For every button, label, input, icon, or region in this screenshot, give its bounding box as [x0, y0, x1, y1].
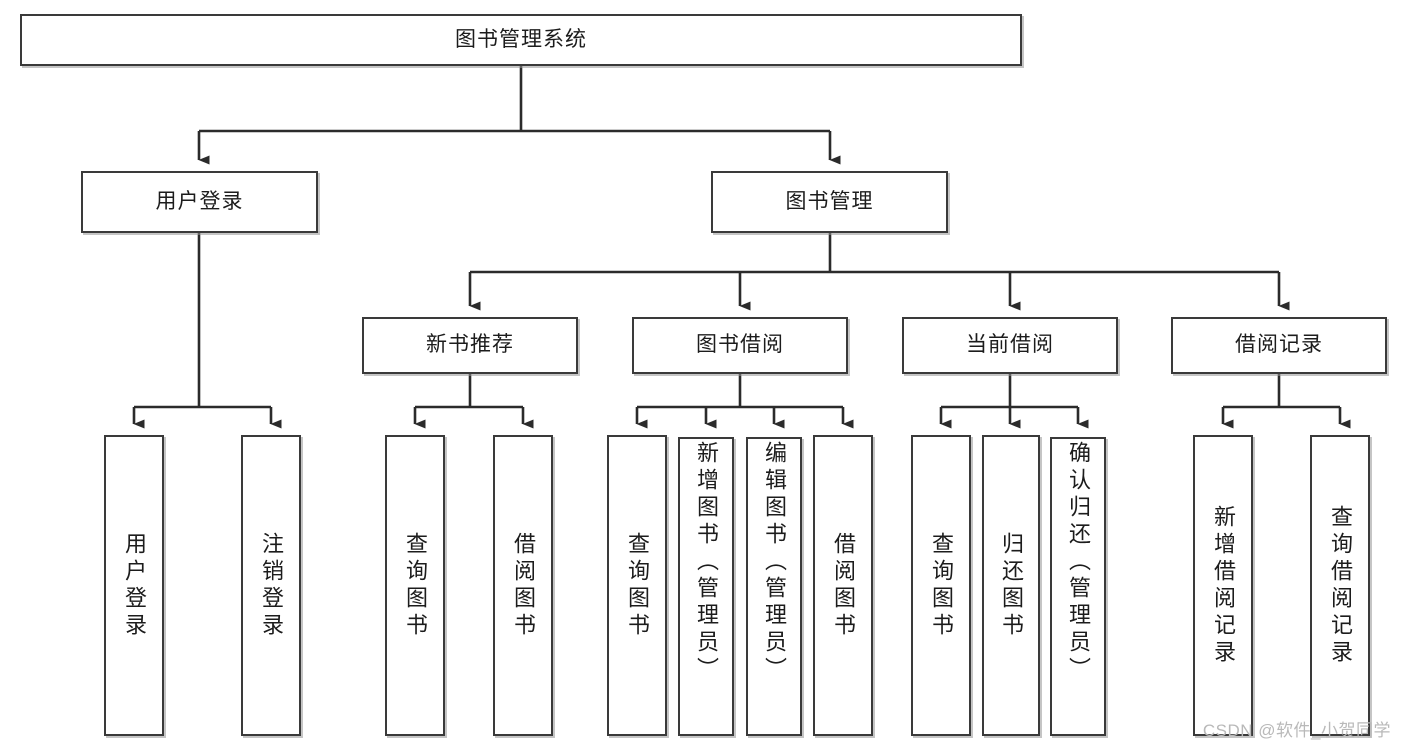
node-label: 查询借阅记录: [1328, 504, 1353, 667]
node-label: 当前借阅: [966, 333, 1054, 357]
leaf-user-login[interactable]: 用户登录: [104, 435, 164, 736]
node-label: 用户登录: [155, 189, 244, 213]
node-new-book-recommend[interactable]: 新书推荐: [362, 317, 578, 374]
leaf-query-borrow-record[interactable]: 查询借阅记录: [1310, 435, 1370, 736]
node-book-borrow[interactable]: 图书借阅: [632, 317, 848, 374]
leaf-borrow-book[interactable]: 借阅图书: [813, 435, 873, 736]
node-label: 图书管理: [785, 189, 874, 213]
node-label: 查询图书: [403, 531, 428, 640]
node-label: 新增借阅记录: [1211, 504, 1236, 667]
node-current-borrow[interactable]: 当前借阅: [902, 317, 1118, 374]
node-label: 查询图书: [929, 531, 954, 640]
leaf-query-book-new[interactable]: 查询图书: [385, 435, 445, 736]
leaf-return-book[interactable]: 归还图书: [982, 435, 1040, 736]
node-book-management[interactable]: 图书管理: [711, 171, 948, 233]
node-label: 借阅图书: [511, 531, 536, 640]
node-borrow-record[interactable]: 借阅记录: [1171, 317, 1387, 374]
leaf-query-book-borrow[interactable]: 查询图书: [607, 435, 667, 736]
node-label: 编辑图书（管理员）: [762, 441, 787, 684]
node-label: 新增图书（管理员）: [694, 441, 719, 684]
node-label: 注销登录: [259, 531, 284, 640]
node-label: 归还图书: [999, 531, 1024, 640]
node-label: 图书管理系统: [455, 27, 587, 51]
node-label: 新书推荐: [426, 333, 514, 357]
node-label: 借阅记录: [1235, 333, 1323, 357]
leaf-confirm-return-admin[interactable]: 确认归还（管理员）: [1050, 437, 1106, 736]
node-label: 查询图书: [625, 531, 650, 640]
leaf-query-book-current[interactable]: 查询图书: [911, 435, 971, 736]
leaf-add-book-admin[interactable]: 新增图书（管理员）: [678, 437, 734, 736]
leaf-add-borrow-record[interactable]: 新增借阅记录: [1193, 435, 1253, 736]
node-root[interactable]: 图书管理系统: [20, 14, 1022, 66]
node-label: 用户登录: [122, 531, 147, 640]
node-user-login[interactable]: 用户登录: [81, 171, 318, 233]
leaf-user-logout[interactable]: 注销登录: [241, 435, 301, 736]
csdn-watermark: CSDN @软件_小贺同学: [1202, 721, 1391, 740]
leaf-edit-book-admin[interactable]: 编辑图书（管理员）: [746, 437, 802, 736]
node-label: 图书借阅: [696, 333, 784, 357]
leaf-borrow-book-new[interactable]: 借阅图书: [493, 435, 553, 736]
node-label: 确认归还（管理员）: [1066, 441, 1091, 684]
node-label: 借阅图书: [831, 531, 856, 640]
